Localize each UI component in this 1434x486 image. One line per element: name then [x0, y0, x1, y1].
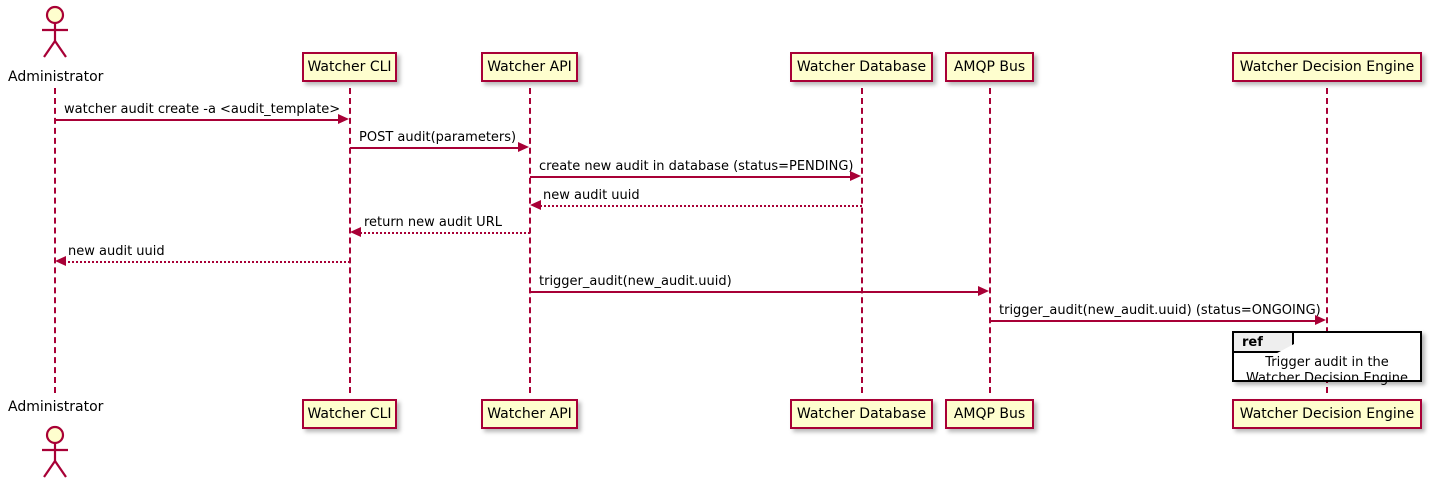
lifeline-watcher-api: [529, 88, 531, 393]
ref-fragment-line-2: Watcher Decision Engine: [1246, 371, 1408, 386]
ref-fragment-keyword: ref: [1242, 335, 1263, 350]
message-arrowhead-3: [850, 171, 861, 181]
message-label-8: trigger_audit(new_audit.uuid) (status=ON…: [999, 303, 1321, 318]
message-arrowhead-7: [978, 286, 989, 296]
message-label-7: trigger_audit(new_audit.uuid): [539, 274, 732, 289]
actor-label-administrator-bottom: Administrator: [8, 399, 104, 415]
participant-box-watcher-cli-bottom[interactable]: Watcher CLI: [302, 399, 397, 429]
message-arrowhead-8: [1315, 315, 1326, 325]
participant-box-watcher-cli-top[interactable]: Watcher CLI: [302, 52, 397, 82]
participant-box-watcher-api-top[interactable]: Watcher API: [481, 52, 578, 82]
message-label-3: create new audit in database (status=PEN…: [539, 159, 854, 174]
message-arrowhead-4: [530, 200, 541, 210]
ref-fragment-body: Trigger audit in the Watcher Decision En…: [1234, 355, 1420, 387]
participant-box-watcher-api-bottom[interactable]: Watcher API: [481, 399, 578, 429]
message-line-3: [530, 176, 855, 178]
message-label-6: new audit uuid: [68, 244, 165, 259]
message-arrowhead-5: [350, 227, 361, 237]
message-label-2: POST audit(parameters): [359, 130, 517, 145]
participant-box-amqp-bus-bottom[interactable]: AMQP Bus: [945, 399, 1034, 429]
participant-box-watcher-decision-engine-top[interactable]: Watcher Decision Engine: [1232, 52, 1422, 82]
message-line-8: [990, 320, 1320, 322]
lifeline-watcher-decision-engine: [1326, 88, 1328, 393]
ref-fragment-line-1: Trigger audit in the: [1265, 355, 1389, 370]
ref-fragment-tab: [1234, 333, 1294, 353]
message-arrowhead-6: [55, 256, 66, 266]
lifeline-watcher-database: [861, 88, 863, 393]
actor-label-administrator-top: Administrator: [8, 69, 104, 85]
message-line-2: [350, 147, 523, 149]
message-line-7: [530, 291, 983, 293]
message-label-4: new audit uuid: [543, 188, 640, 203]
lifeline-administrator: [54, 88, 56, 393]
message-label-1: watcher audit create -a <audit_template>: [64, 102, 341, 117]
ref-fragment: ref Trigger audit in the Watcher Decisio…: [1232, 331, 1422, 386]
participant-box-watcher-decision-engine-bottom[interactable]: Watcher Decision Engine: [1232, 399, 1422, 429]
actor-administrator-top: [33, 4, 77, 60]
message-line-5: [356, 232, 530, 234]
lifeline-amqp-bus: [989, 88, 991, 393]
participant-box-watcher-database-bottom[interactable]: Watcher Database: [790, 399, 933, 429]
message-arrowhead-1: [338, 114, 349, 124]
message-line-1: [55, 119, 343, 121]
actor-administrator-bottom: [33, 424, 77, 480]
message-line-6: [61, 261, 350, 263]
participant-box-amqp-bus-top[interactable]: AMQP Bus: [945, 52, 1034, 82]
participant-box-watcher-database-top[interactable]: Watcher Database: [790, 52, 933, 82]
message-line-4: [535, 205, 862, 207]
message-arrowhead-2: [518, 142, 529, 152]
lifeline-watcher-cli: [349, 88, 351, 393]
message-label-5: return new audit URL: [364, 215, 502, 230]
